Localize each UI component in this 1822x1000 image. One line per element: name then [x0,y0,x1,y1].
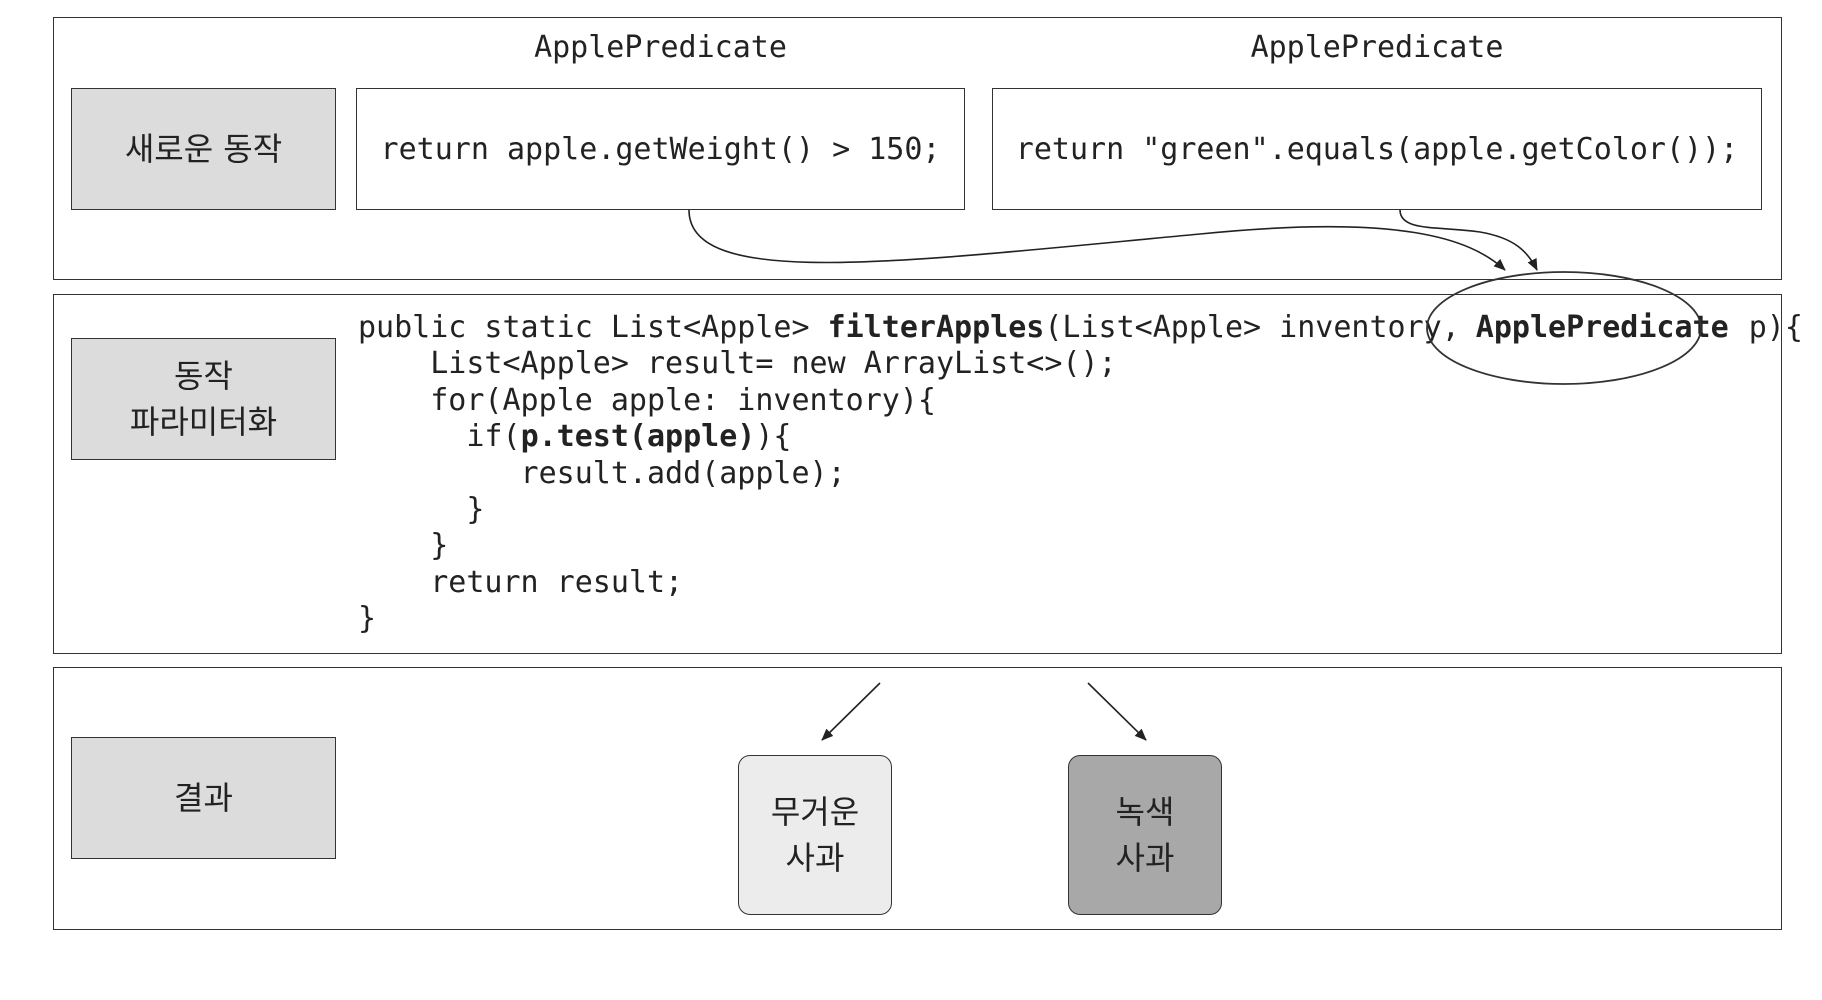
predicate-code-color: return "green".equals(apple.getColor()); [992,88,1762,210]
result-label: 결과 [71,737,336,859]
result-panel [53,667,1782,930]
connector-color-to-param [1399,209,1538,271]
predicate-code-color-text: return "green".equals(apple.getColor()); [1015,131,1739,167]
filter-apples-code: public static List<Apple> filterApples(L… [358,310,1803,638]
code-line-4-bold: p.test(apple) [520,419,756,455]
connector-weight-to-param [688,209,1506,271]
result-heavy-apple: 무거운 사과 [738,755,892,915]
result-label-text: 결과 [174,779,233,817]
predicate-param-highlight [1426,271,1702,385]
code-line-5: result.add(apple); [358,455,846,491]
parameterization-label: 동작 파라미터화 [71,338,336,460]
predicate-title-weight: ApplePredicate [534,30,787,65]
code-sig-pre: public static List<Apple> [358,310,828,345]
result-heavy-line2: 사과 [785,839,845,877]
code-sig-post: p){ [1730,310,1803,345]
code-line-9: } [358,601,377,637]
new-behavior-label: 새로운 동작 [71,88,336,210]
predicate-code-weight-text: return apple.getWeight() > 150; [380,131,941,167]
result-green-apple: 녹색 사과 [1068,755,1222,915]
code-line-4-post: ){ [755,419,792,455]
code-line-4-pre: if( [358,419,521,455]
code-sig-method: filterApples [827,310,1045,345]
arrow-to-heavy-apple [821,682,881,741]
code-line-8: return result; [358,564,684,600]
parameterization-label-line1: 동작 [174,357,233,395]
code-sig-param-type: ApplePredicate [1475,310,1729,345]
code-line-7: } [358,528,449,564]
code-line-6: } [358,492,485,528]
arrow-to-green-apple [1087,682,1147,741]
predicate-title-color: ApplePredicate [1250,30,1504,65]
predicate-code-weight: return apple.getWeight() > 150; [356,88,965,210]
result-green-line2: 사과 [1115,839,1175,877]
code-line-3: for(Apple apple: inventory){ [358,382,936,418]
parameterization-label-line2: 파라미터화 [129,403,278,441]
code-line-2: List<Apple> result= new ArrayList<>(); [358,346,1117,382]
result-green-line1: 녹색 [1115,793,1175,831]
new-behavior-label-text: 새로운 동작 [124,130,283,168]
result-heavy-line1: 무거운 [770,793,860,831]
parameterization-panel [53,294,1782,654]
